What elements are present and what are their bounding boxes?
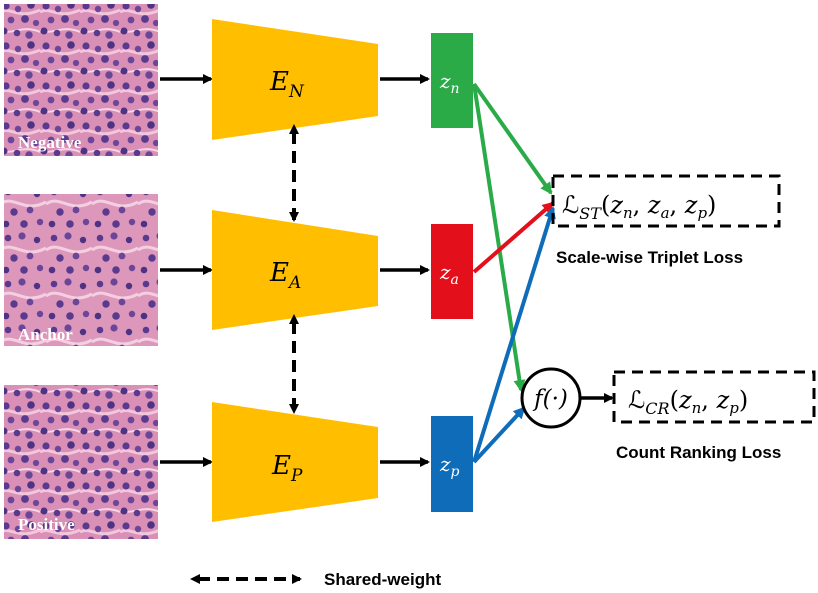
za-symbol: z	[439, 260, 451, 284]
ranking-loss-args-close: )	[739, 386, 748, 414]
embedding-za: za	[431, 224, 473, 319]
ranking-loss-arg-zp-sub: p	[729, 399, 739, 417]
ranking-loss-box: ℒCR(zn, zp)	[612, 370, 816, 424]
arrow-zn-to-triplet	[472, 82, 553, 195]
arrow-zp-to-f	[472, 406, 526, 464]
encoder-anchor-symbol: E	[269, 258, 289, 288]
encoder-negative: EN	[212, 19, 378, 140]
triplet-loss-arg-zp: z	[684, 191, 698, 219]
anchor-image: Anchor	[4, 194, 158, 346]
ranking-loss-args-open: (	[670, 386, 679, 414]
encoder-negative-symbol: E	[269, 67, 289, 97]
triplet-loss-arg-zn: z	[609, 191, 623, 219]
embedding-zn: zn	[431, 33, 473, 128]
zn-symbol: z	[439, 69, 451, 93]
svg-text:EA: EA	[269, 258, 301, 293]
svg-text:EP: EP	[271, 451, 303, 486]
triplet-loss-arg-zn-sub: n	[623, 204, 633, 222]
triplet-loss-arg-za-sub: a	[661, 204, 670, 222]
ranking-loss-comma: ,	[701, 386, 716, 414]
zp-symbol: z	[439, 452, 451, 476]
zn-subscript: n	[451, 81, 460, 97]
svg-text:zn: zn	[439, 69, 460, 97]
positive-label: Positive	[18, 515, 75, 534]
svg-text:ℒCR(zn, zp): ℒCR(zn, zp)	[628, 386, 748, 418]
triplet-loss-box: ℒST(zn, za, zp)	[551, 174, 781, 228]
arrow-za-to-triplet	[472, 201, 555, 274]
ranking-loss-arg-zn-sub: n	[692, 399, 702, 417]
function-node-text: f(·)	[532, 386, 568, 412]
function-node: f(·)	[520, 367, 582, 429]
ranking-loss-caption: Count Ranking Loss	[616, 443, 781, 462]
ranking-loss-subscript: CR	[645, 399, 669, 418]
svg-text:ℒST(zn, za, zp): ℒST(zn, za, zp)	[562, 191, 716, 223]
positive-image: Positive	[4, 385, 158, 539]
triplet-loss-subscript: ST	[579, 204, 602, 223]
svg-text:za: za	[439, 260, 459, 288]
encoder-positive-subscript: P	[290, 466, 303, 486]
triplet-loss-arg-zp-sub: p	[697, 204, 707, 222]
triplet-loss-args-open: (	[601, 191, 610, 219]
triplet-loss-caption: Scale-wise Triplet Loss	[556, 248, 743, 267]
anchor-label: Anchor	[18, 325, 73, 344]
zp-subscript: p	[451, 464, 460, 480]
legend: Shared-weight	[190, 570, 441, 589]
za-subscript: a	[451, 272, 459, 288]
negative-image: Negative	[4, 4, 158, 156]
triplet-loss-symbol: ℒ	[562, 191, 579, 219]
encoder-anchor-subscript: A	[287, 273, 301, 293]
embedding-zp: zp	[431, 416, 473, 512]
svg-text:zp: zp	[439, 452, 460, 480]
ranking-loss-arg-zn: z	[678, 386, 692, 414]
triplet-loss-args-close: )	[707, 191, 716, 219]
encoder-anchor: EA	[212, 210, 378, 330]
legend-text: Shared-weight	[324, 570, 441, 589]
negative-label: Negative	[18, 133, 82, 152]
ranking-loss-symbol: ℒ	[628, 386, 645, 414]
ranking-loss-arg-zp: z	[716, 386, 730, 414]
triplet-loss-arg-za: z	[647, 191, 661, 219]
encoder-positive: EP	[212, 402, 378, 522]
arrow-zp-to-triplet	[472, 206, 556, 463]
svg-text:EN: EN	[269, 67, 305, 102]
triplet-loss-comma-1: ,	[633, 191, 648, 219]
encoder-positive-symbol: E	[271, 451, 291, 481]
triplet-loss-comma-2: ,	[670, 191, 685, 219]
encoder-negative-subscript: N	[288, 82, 305, 102]
